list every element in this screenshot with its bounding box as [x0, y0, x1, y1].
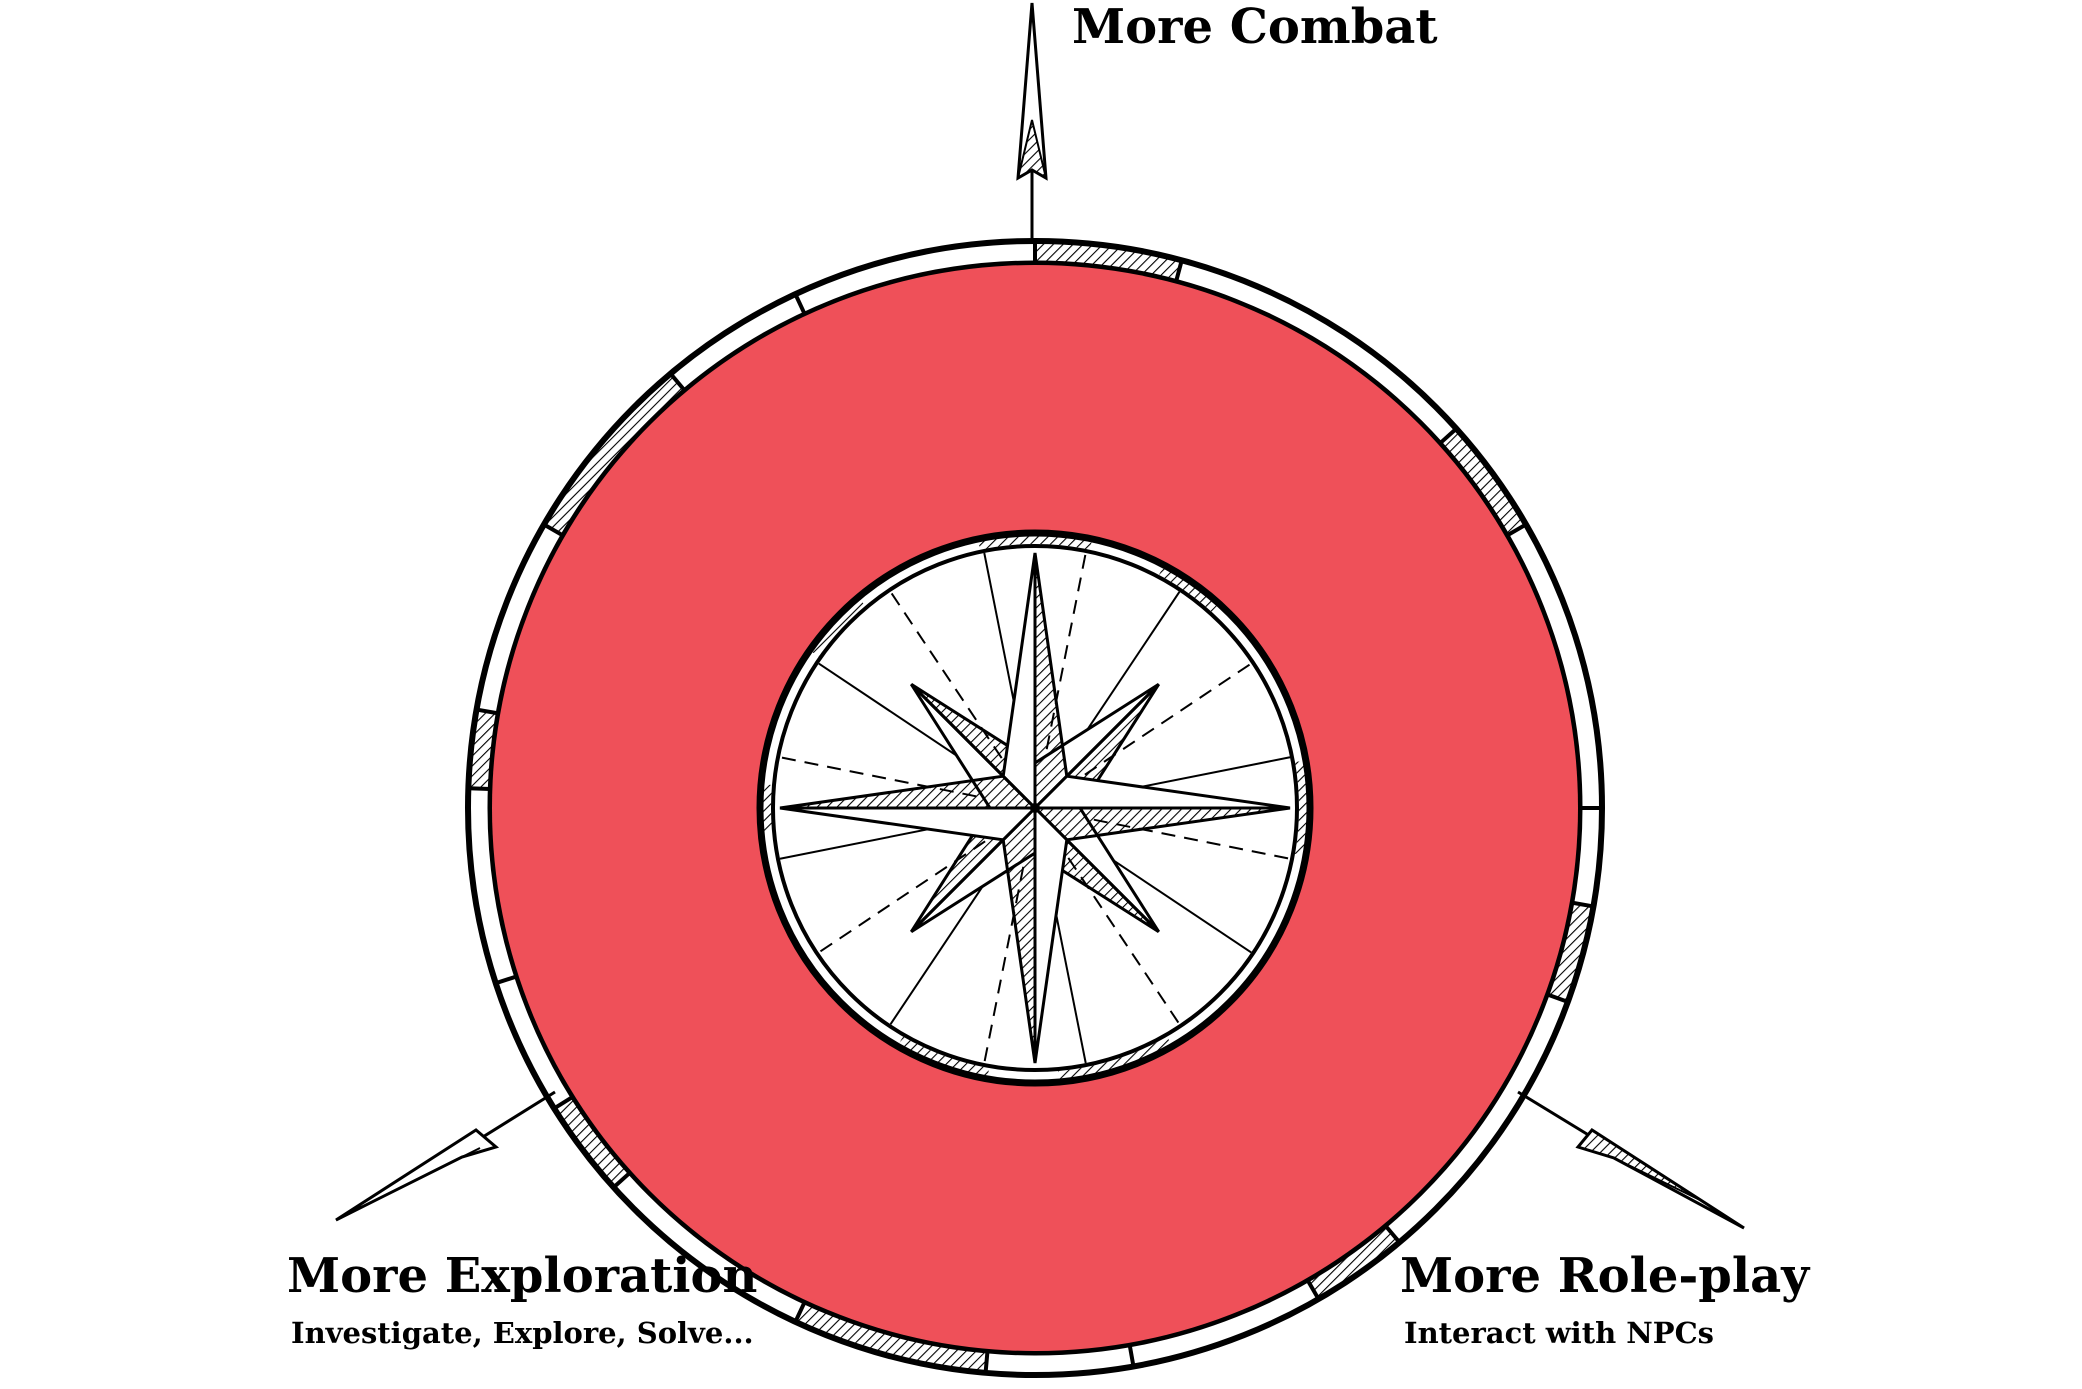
label-exploration-subtitle: Investigate, Explore, Solve... [291, 1316, 754, 1350]
inner-bezel-hatch [763, 536, 1307, 1079]
label-roleplay-subtitle: Interact with NPCs [1404, 1316, 1714, 1350]
arrow-down-right-icon [1517, 1090, 1745, 1230]
compass-star-icon [779, 552, 1291, 1064]
label-more-combat: More Combat [1072, 0, 1438, 55]
arrow-down-left-icon [335, 1090, 556, 1222]
label-more-roleplay: More Role-play [1400, 1248, 1811, 1304]
inner-compass [756, 529, 1314, 1087]
label-more-exploration: More Exploration [287, 1248, 757, 1304]
outer-bezel-hatch [470, 243, 1592, 1371]
outer-bezel-ticks [468, 241, 1602, 1374]
arrow-up-icon [1016, 2, 1048, 242]
